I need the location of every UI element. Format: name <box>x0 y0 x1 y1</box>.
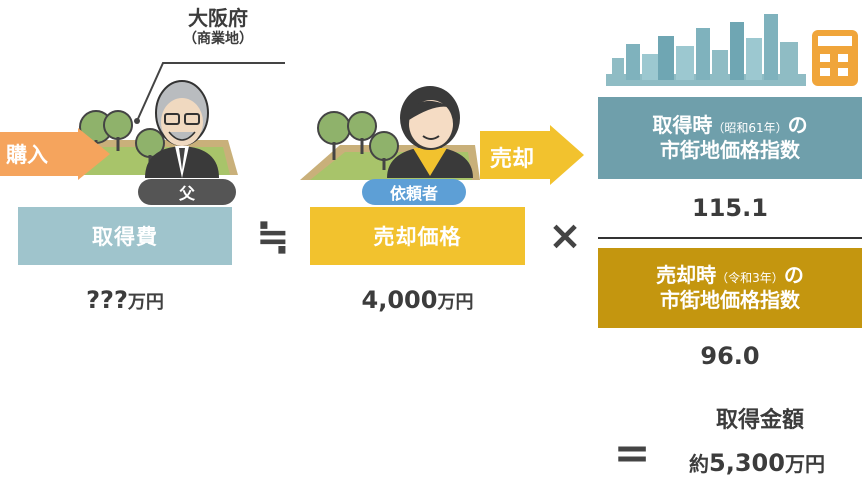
calculator-icon <box>812 30 858 86</box>
location-pointer-line <box>134 62 285 124</box>
acquisition-index-line2: 市街地価格指数 <box>660 138 800 162</box>
sale-price-amount: 4,000万円 <box>310 286 525 314</box>
approx-equal-symbol: ≒ <box>256 214 290 260</box>
sale-index-line1: 売却時（令和3年）の <box>656 263 804 288</box>
location-name: 大阪府 <box>188 6 248 30</box>
result-label: 取得金額 <box>715 408 804 433</box>
result-value: 5,300 <box>709 449 785 477</box>
purchase-arrow-shape <box>0 128 110 180</box>
sale-arrow-label: 売却 <box>490 147 535 172</box>
father-icon <box>145 80 219 178</box>
client-icon <box>387 86 473 178</box>
acquisition-cost-value: ??? <box>86 286 128 314</box>
acquisition-index-line1: 取得時（昭和61年）の <box>652 113 807 138</box>
acquisition-index-box: 取得時（昭和61年）の 市街地価格指数 <box>598 97 862 179</box>
client-tag: 依頼者 <box>362 179 466 205</box>
father-tag: 父 <box>138 179 236 205</box>
tree-icon <box>317 111 399 170</box>
sale-price-unit: 万円 <box>437 292 474 313</box>
city-skyline-icon <box>606 14 806 86</box>
acquisition-index-main: 取得時 <box>652 113 713 137</box>
acquisition-cost-box: 取得費 <box>18 207 232 265</box>
sale-index-main: 売却時 <box>656 263 717 287</box>
sale-price-value: 4,000 <box>361 286 438 314</box>
acquisition-index-era: （昭和61年） <box>712 121 788 135</box>
result-unit: 万円 <box>784 452 825 476</box>
acquisition-index-tail: の <box>787 113 808 137</box>
result-prefix: 約 <box>689 452 710 476</box>
acquisition-cost-amount: ???万円 <box>18 286 232 314</box>
sale-index-box: 売却時（令和3年）の 市街地価格指数 <box>598 248 862 328</box>
sale-index-value: 96.0 <box>700 342 760 370</box>
result-equals-symbol: = <box>613 428 651 479</box>
sale-index-era: （令和3年） <box>716 271 784 285</box>
sale-index-tail: の <box>783 263 804 287</box>
location-subtitle: （商業地） <box>183 31 253 47</box>
sale-price-box: 売却価格 <box>310 207 525 265</box>
fraction-line <box>598 237 862 239</box>
sale-arrow-shape <box>480 125 584 185</box>
acquisition-index-value: 115.1 <box>692 194 768 222</box>
purchase-arrow-label: 購入 <box>6 143 48 167</box>
sale-index-line2: 市街地価格指数 <box>660 288 800 312</box>
multiply-symbol: × <box>548 213 582 259</box>
result-amount: 約5,300万円 <box>652 448 862 477</box>
acquisition-cost-unit: 万円 <box>127 292 164 313</box>
